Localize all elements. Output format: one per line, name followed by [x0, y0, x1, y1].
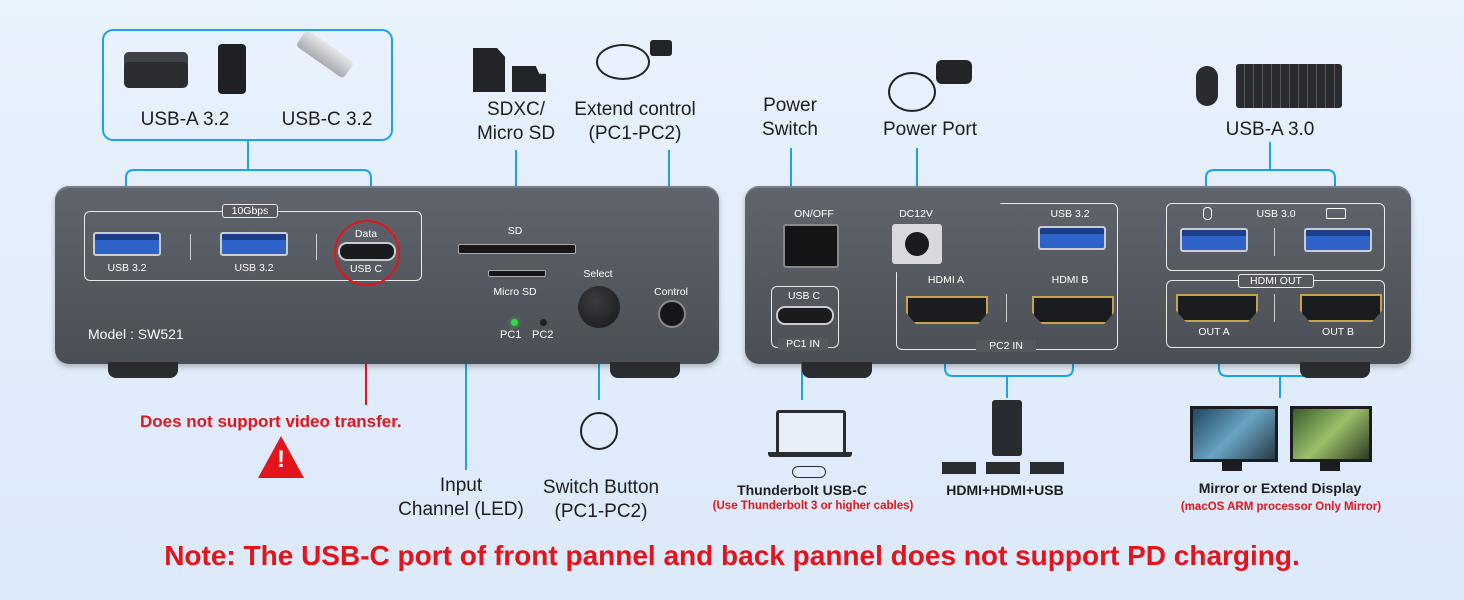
- sdxc-text: SDXC/ Micro SD: [476, 99, 556, 144]
- hdmi-out-label: HDMI OUT: [1238, 274, 1314, 288]
- pd-charging-note: Note: The USB-C port of front pannel and…: [164, 540, 1300, 571]
- power-port-label: Power Port: [883, 119, 977, 140]
- port1-label: USB 3.2: [107, 262, 147, 274]
- sd-card-icon: [473, 48, 505, 92]
- out-a-label: OUT A: [1198, 326, 1230, 338]
- port2-label: USB 3.2: [234, 262, 274, 274]
- pc1-led: [511, 319, 518, 326]
- dc12v-label: DC12V: [899, 208, 933, 220]
- printer-icon: [124, 52, 188, 88]
- extend-control-label: Extend control (PC1-PC2): [560, 98, 710, 146]
- hdmi-a-label: HDMI A: [927, 274, 965, 286]
- warning-exclamation: !: [277, 446, 285, 473]
- sd-label: SD: [507, 225, 523, 237]
- data-label: Data: [354, 228, 378, 240]
- keyboard-icon: [1236, 64, 1342, 108]
- back-usb-a-port-1: [1180, 228, 1248, 252]
- divider: [1274, 294, 1275, 322]
- pc2-led: [540, 319, 547, 326]
- input-channel-text: Input Channel (LED): [398, 475, 524, 520]
- mouse-small-icon: [1203, 207, 1212, 220]
- sd-slot: [458, 244, 576, 254]
- monitor-b-stand: [1320, 459, 1340, 471]
- front-foot-left: [108, 362, 178, 378]
- thunderbolt-label: Thunderbolt USB-C: [737, 482, 867, 498]
- input-channel-label: Input Channel (LED): [386, 474, 536, 522]
- hdmi-b-label: HDMI B: [1051, 274, 1089, 286]
- hand-press-icon: [580, 412, 618, 450]
- usb-c-32-label: USB-C 3.2: [281, 109, 373, 130]
- pc2-in-label: PC2 IN: [976, 340, 1036, 352]
- usb32-label: USB 3.2: [1050, 208, 1090, 220]
- mouse-icon: [1196, 66, 1218, 106]
- back-foot-right: [1300, 362, 1370, 378]
- port3-label: USB C: [349, 263, 383, 275]
- front-usb-a-port-2: [220, 232, 288, 256]
- microsd-slot: [488, 270, 546, 277]
- back-foot-left: [802, 362, 872, 378]
- laptop-base: [768, 452, 852, 457]
- select-label: Select: [583, 268, 613, 280]
- speed-badge: 10Gbps: [222, 204, 278, 218]
- front-usb-c-port: [338, 242, 396, 261]
- model-label: Model : SW521: [88, 326, 184, 342]
- power-adapter-icon: [936, 60, 972, 84]
- monitor-b-icon: [1290, 406, 1372, 462]
- laptop-icon: [776, 410, 846, 456]
- divider: [316, 234, 317, 260]
- back-usb-a-port-2: [1304, 228, 1372, 252]
- power-switch-text: Power Switch: [762, 95, 818, 140]
- out-b-label: OUT B: [1322, 326, 1354, 338]
- extend-text: Extend control (PC1-PC2): [574, 99, 696, 144]
- hdmi-out-b-port: [1300, 294, 1382, 322]
- divider: [1006, 294, 1007, 322]
- back-usb-a-port-pc2: [1038, 226, 1106, 250]
- dc-port-hole: [905, 232, 929, 256]
- microsd-label: Micro SD: [493, 286, 537, 298]
- on-off-label: ON/OFF: [794, 208, 834, 220]
- front-usb-a-port-1: [93, 232, 161, 256]
- hdmi-out-a-port: [1176, 294, 1258, 322]
- select-button[interactable]: [578, 286, 620, 328]
- front-foot-right: [610, 362, 680, 378]
- hdmi-b-port: [1032, 296, 1114, 324]
- hard-drive-icon: [218, 44, 246, 94]
- mirror-extend-label: Mirror or Extend Display: [1198, 480, 1362, 496]
- back-usb-c-port: [776, 306, 834, 325]
- usb-a-32-label: USB-A 3.2: [140, 109, 230, 130]
- hdmi-hdmi-usb-icons: [942, 462, 1066, 474]
- macos-note: (macOS ARM processor Only Mirror): [1180, 501, 1382, 513]
- monitor-a-icon: [1190, 406, 1278, 462]
- hdmi-hdmi-usb-label: HDMI+HDMI+USB: [946, 482, 1064, 498]
- usb-c-back-label: USB C: [787, 290, 821, 302]
- thunderbolt-icon: [792, 466, 826, 478]
- usb30-label: USB 3.0: [1256, 208, 1296, 220]
- power-switch[interactable]: [783, 224, 839, 268]
- monitor-a-stand: [1222, 459, 1242, 471]
- sdxc-label: SDXC/ Micro SD: [456, 98, 576, 146]
- switch-button-text: Switch Button (PC1-PC2): [542, 477, 660, 522]
- pc-tower-icon: [992, 400, 1022, 456]
- pc1-in-label: PC1 IN: [778, 338, 828, 350]
- switch-button-label: Switch Button (PC1-PC2): [526, 476, 676, 524]
- control-jack: [658, 300, 686, 328]
- control-label: Control: [654, 286, 688, 298]
- pc2-label: PC2: [532, 329, 554, 341]
- power-switch-label: Power Switch: [740, 94, 840, 142]
- usb30-box: [1166, 203, 1385, 271]
- no-video-warning: Does not support video transfer.: [140, 412, 402, 431]
- divider: [190, 234, 191, 260]
- hdmi-a-port: [906, 296, 988, 324]
- keyboard-small-icon: [1326, 208, 1346, 219]
- usb-c-highlight: [334, 220, 400, 286]
- power-cable-icon: [888, 72, 936, 112]
- remote-control-icon: [650, 40, 672, 56]
- divider: [1274, 228, 1275, 256]
- pc1-label: PC1: [500, 329, 522, 341]
- cable-icon: [596, 44, 650, 80]
- thunderbolt-note: (Use Thunderbolt 3 or higher cables): [712, 500, 914, 512]
- usb-a-30-label: USB-A 3.0: [1225, 119, 1315, 140]
